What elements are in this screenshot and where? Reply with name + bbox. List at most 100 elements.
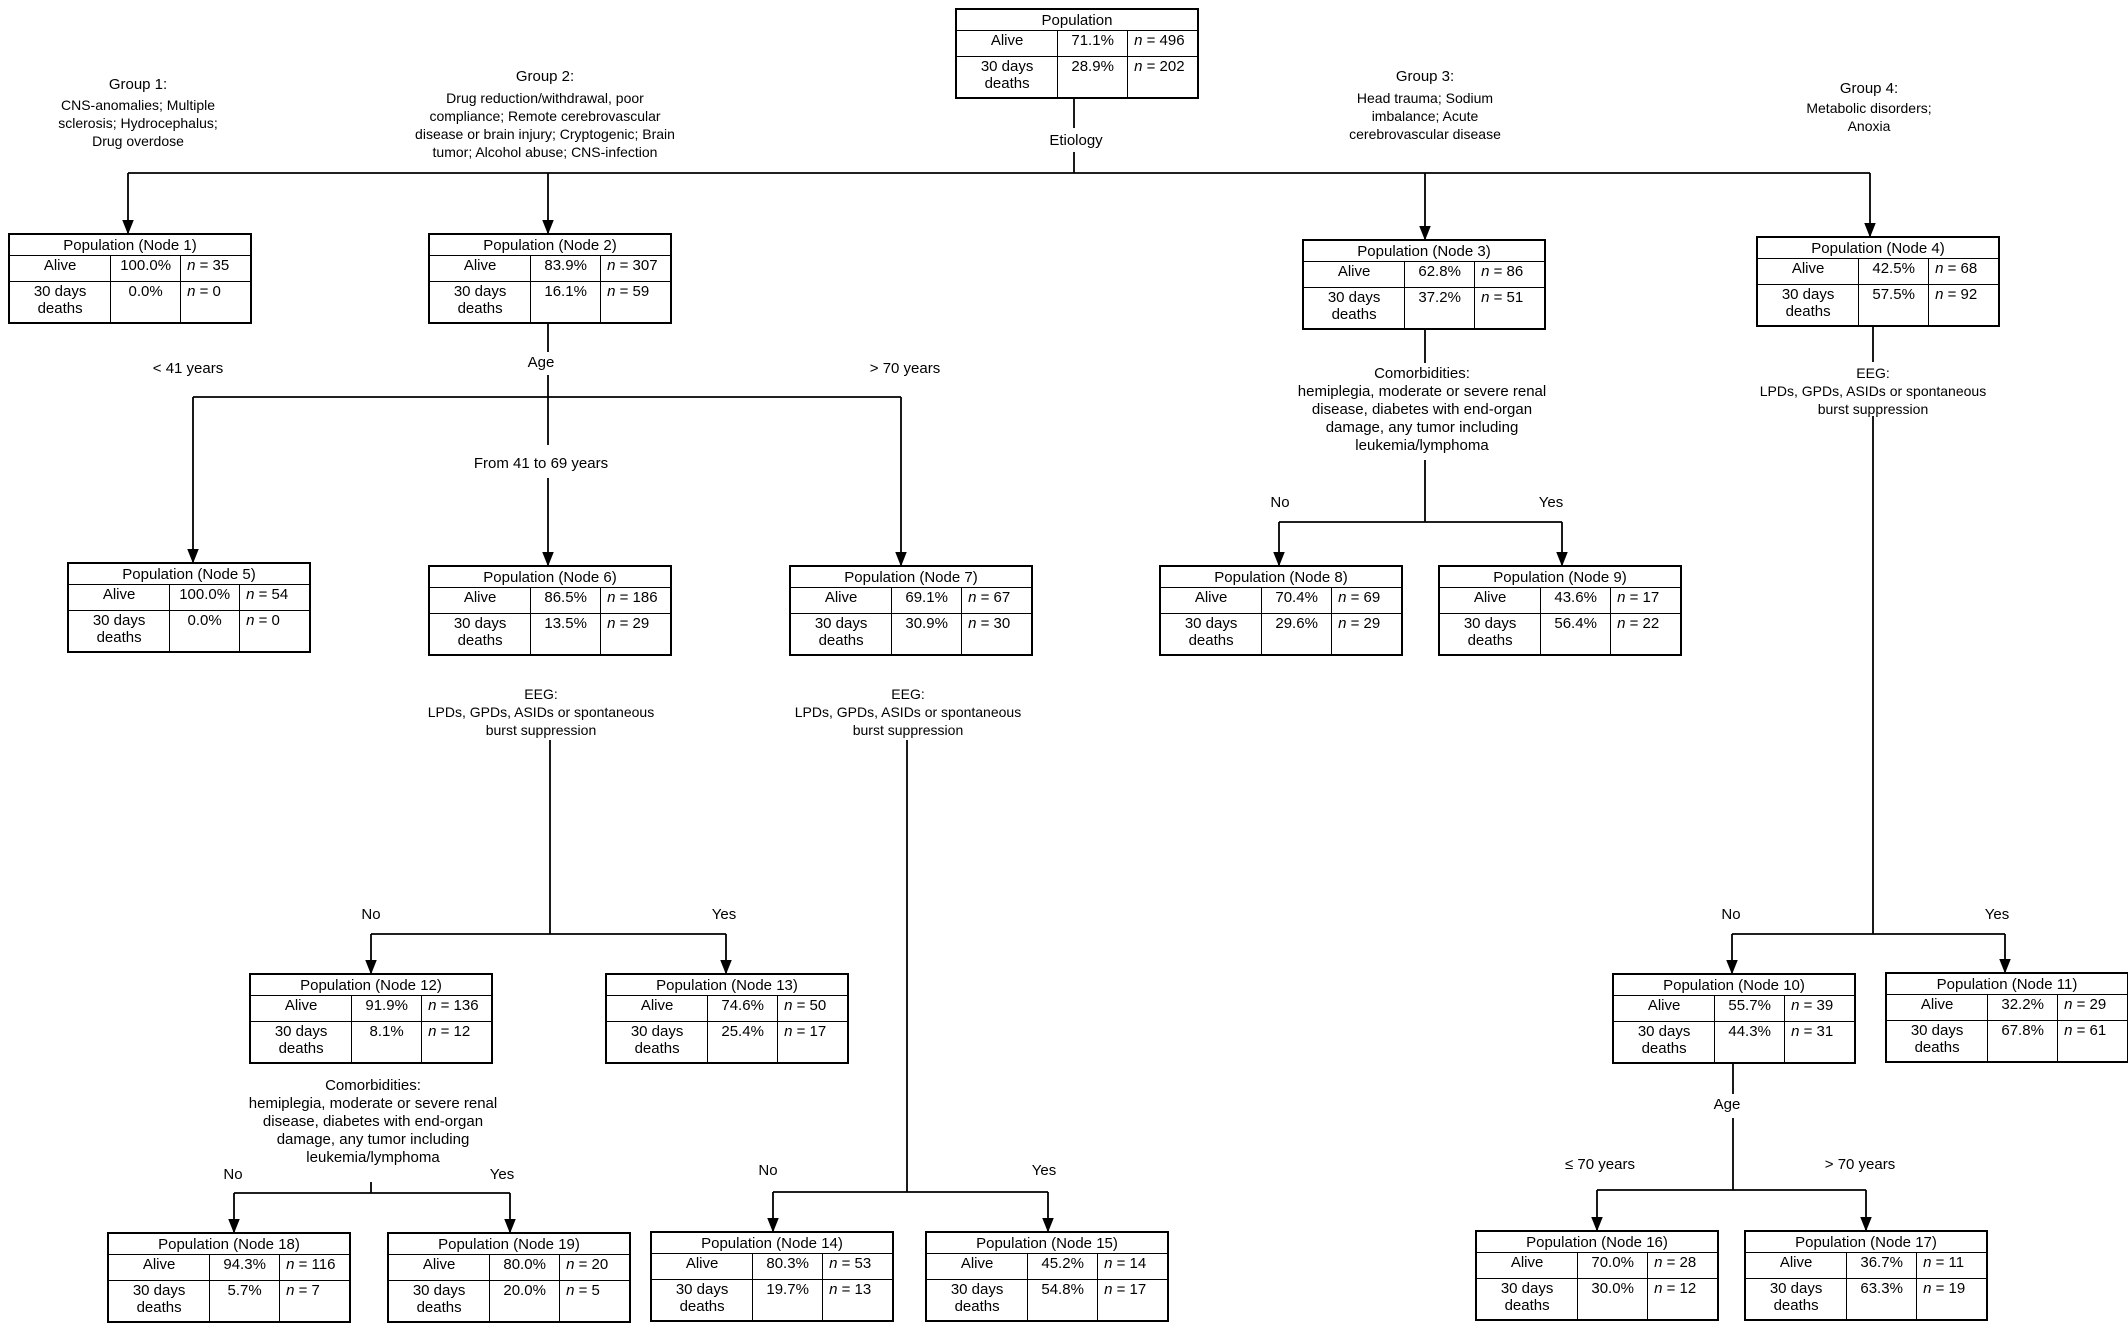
- node-n3: Population (Node 3) Alive 62.8% n = 86 3…: [1302, 239, 1546, 330]
- n-symbol: n: [428, 997, 437, 1014]
- alive-percent: 91.9%: [351, 995, 423, 1022]
- alive-percent: 100.0%: [169, 584, 241, 611]
- alive-count: n = 29: [2057, 994, 2128, 1021]
- alive-percent: 83.9%: [530, 255, 602, 282]
- n-symbol: n: [1134, 58, 1143, 75]
- node-n4: Population (Node 4) Alive 42.5% n = 68 3…: [1756, 236, 2000, 327]
- node-title: Population (Node 13): [606, 974, 848, 996]
- alive-count: n = 53: [822, 1253, 893, 1280]
- alive-percent: 94.3%: [209, 1254, 281, 1281]
- alive-count-value: = 186: [619, 589, 658, 606]
- n-symbol: n: [286, 1256, 295, 1273]
- deaths-label: 30 days deaths: [428, 613, 532, 655]
- deaths-count-value: = 17: [796, 1023, 827, 1040]
- alive-percent: 42.5%: [1858, 258, 1930, 285]
- group-4-description: Metabolic disorders; Anoxia: [1806, 100, 1932, 134]
- alive-count-value: = 86: [1493, 263, 1524, 280]
- alive-label: Alive: [1744, 1252, 1848, 1279]
- alive-label: Alive: [789, 587, 893, 614]
- deaths-count: n = 12: [421, 1021, 492, 1063]
- alive-count: n = 86: [1474, 261, 1545, 288]
- alive-percent: 74.6%: [707, 995, 779, 1022]
- node-title: Population (Node 16): [1476, 1231, 1718, 1253]
- alive-label: Alive: [107, 1254, 211, 1281]
- node-n11: Population (Node 11) Alive 32.2% n = 29 …: [1885, 972, 2128, 1063]
- n-symbol: n: [1923, 1280, 1932, 1297]
- deaths-count-value: = 29: [1350, 615, 1381, 632]
- deaths-count-value: = 12: [440, 1023, 471, 1040]
- n-symbol: n: [1935, 286, 1944, 303]
- deaths-label: 30 days deaths: [605, 1021, 709, 1063]
- split-etiology-label: Etiology: [1049, 132, 1103, 149]
- deaths-label: 30 days deaths: [925, 1279, 1029, 1321]
- split-age-label-node10: Age: [1713, 1096, 1741, 1113]
- node-n15: Population (Node 15) Alive 45.2% n = 14 …: [925, 1231, 1169, 1322]
- branch-age-gt70-label-node10: > 70 years: [1824, 1156, 1896, 1173]
- alive-label: Alive: [1475, 1252, 1579, 1279]
- alive-label: Alive: [650, 1253, 754, 1280]
- deaths-label: 30 days deaths: [955, 56, 1059, 98]
- deaths-count: n = 19: [1916, 1278, 1987, 1320]
- node-title: Population (Node 3): [1303, 240, 1545, 262]
- alive-percent: 32.2%: [1987, 994, 2059, 1021]
- deaths-count-value: = 0: [199, 283, 221, 300]
- n-symbol: n: [1617, 589, 1626, 606]
- node-n16: Population (Node 16) Alive 70.0% n = 28 …: [1475, 1230, 1719, 1321]
- branch-yes-node12: Yes: [489, 1166, 515, 1183]
- deaths-count-value: = 31: [1803, 1023, 1834, 1040]
- n-symbol: n: [2064, 1022, 2073, 1039]
- group-3-description: Head trauma; Sodium imbalance; Acute cer…: [1349, 90, 1501, 142]
- deaths-count: n = 30: [961, 613, 1032, 655]
- deaths-count-value: = 22: [1629, 615, 1660, 632]
- n-symbol: n: [1654, 1280, 1663, 1297]
- deaths-percent: 8.1%: [351, 1021, 423, 1063]
- alive-label: Alive: [428, 587, 532, 614]
- node-n7: Population (Node 7) Alive 69.1% n = 67 3…: [789, 565, 1033, 656]
- alive-count-value: = 29: [2076, 996, 2107, 1013]
- deaths-count-value: = 92: [1947, 286, 1978, 303]
- node-root: Population Alive 71.1% n = 496 30 days d…: [955, 8, 1199, 99]
- alive-percent: 69.1%: [891, 587, 963, 614]
- branch-no-node3: No: [1270, 494, 1290, 511]
- branch-age-gt70-label: > 70 years: [869, 360, 941, 377]
- deaths-percent: 19.7%: [752, 1279, 824, 1321]
- deaths-percent: 30.0%: [1577, 1278, 1649, 1320]
- alive-percent: 62.8%: [1404, 261, 1476, 288]
- node-title: Population (Node 14): [651, 1232, 893, 1254]
- deaths-label: 30 days deaths: [1756, 284, 1860, 326]
- n-symbol: n: [1134, 32, 1143, 49]
- alive-label: Alive: [387, 1254, 491, 1281]
- deaths-count-value: = 19: [1935, 1280, 1966, 1297]
- node-n12: Population (Node 12) Alive 91.9% n = 136…: [249, 973, 493, 1064]
- deaths-percent: 20.0%: [489, 1280, 561, 1322]
- alive-count: n = 136: [421, 995, 492, 1022]
- n-symbol: n: [829, 1255, 838, 1272]
- n-symbol: n: [2064, 996, 2073, 1013]
- deaths-count: n = 13: [822, 1279, 893, 1321]
- n-symbol: n: [1617, 615, 1626, 632]
- deaths-percent: 5.7%: [209, 1280, 281, 1322]
- alive-count-value: = 14: [1116, 1255, 1147, 1272]
- alive-count: n = 20: [559, 1254, 630, 1281]
- node-title: Population (Node 8): [1160, 566, 1402, 588]
- deaths-label: 30 days deaths: [1159, 613, 1263, 655]
- deaths-label: 30 days deaths: [1475, 1278, 1579, 1320]
- n-symbol: n: [566, 1256, 575, 1273]
- deaths-label: 30 days deaths: [789, 613, 893, 655]
- alive-percent: 45.2%: [1027, 1253, 1099, 1280]
- deaths-count: n = 17: [1097, 1279, 1168, 1321]
- node-n2: Population (Node 2) Alive 83.9% n = 307 …: [428, 233, 672, 324]
- alive-count-value: = 53: [841, 1255, 872, 1272]
- n-symbol: n: [784, 997, 793, 1014]
- deaths-count-value: = 59: [619, 283, 650, 300]
- deaths-count: n = 7: [279, 1280, 350, 1322]
- alive-label: Alive: [1438, 587, 1542, 614]
- branch-no-node4: No: [1721, 906, 1741, 923]
- alive-count-value: = 496: [1146, 32, 1185, 49]
- n-symbol: n: [1654, 1254, 1663, 1271]
- deaths-count-value: = 7: [298, 1282, 320, 1299]
- node-n13: Population (Node 13) Alive 74.6% n = 50 …: [605, 973, 849, 1064]
- n-symbol: n: [1338, 589, 1347, 606]
- deaths-percent: 30.9%: [891, 613, 963, 655]
- node-title: Population (Node 10): [1613, 974, 1855, 996]
